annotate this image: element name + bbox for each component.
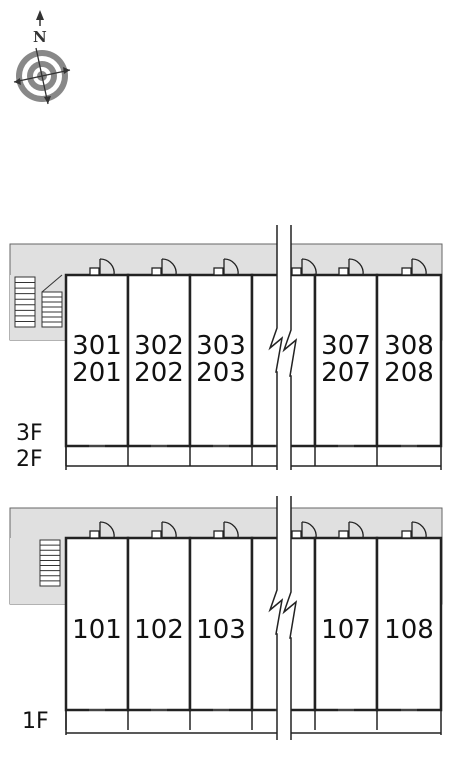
floor-label-2f: 2F bbox=[16, 447, 43, 472]
door-icon bbox=[338, 258, 364, 276]
omission-break-lower bbox=[264, 496, 298, 740]
unit: 101 bbox=[64, 521, 130, 730]
unit-number: 301 bbox=[72, 331, 122, 361]
door-icon bbox=[151, 521, 177, 539]
door-icon bbox=[213, 521, 239, 539]
unit-number: 202 bbox=[134, 358, 184, 388]
unit-number: 201 bbox=[72, 358, 122, 388]
door-icon bbox=[338, 521, 364, 539]
unit-number: 107 bbox=[321, 615, 371, 645]
unit: 102 bbox=[126, 521, 192, 730]
unit-number: 203 bbox=[196, 358, 246, 388]
compass-icon: N bbox=[13, 10, 71, 105]
floor-label-3f: 3F bbox=[16, 421, 43, 446]
door-icon bbox=[89, 521, 115, 539]
unit-number: 207 bbox=[321, 358, 371, 388]
unit-number: 208 bbox=[384, 358, 434, 388]
lower-building-block: 101 102 103 107 108 1F bbox=[9, 507, 443, 735]
unit-number: 308 bbox=[384, 331, 434, 361]
staircase-icon bbox=[14, 274, 63, 328]
unit-number: 108 bbox=[384, 615, 434, 645]
door-icon bbox=[401, 258, 427, 276]
door-icon bbox=[401, 521, 427, 539]
unit-number: 102 bbox=[134, 615, 184, 645]
unit-number: 101 bbox=[72, 615, 122, 645]
door-icon bbox=[291, 258, 317, 276]
unit-number: 307 bbox=[321, 331, 371, 361]
compass-north-label: N bbox=[33, 28, 47, 46]
unit-number: 103 bbox=[196, 615, 246, 645]
unit: 108 bbox=[375, 521, 443, 730]
door-icon bbox=[213, 258, 239, 276]
unit: 107 bbox=[313, 521, 379, 730]
unit-number: 302 bbox=[134, 331, 184, 361]
unit-number: 303 bbox=[196, 331, 246, 361]
staircase-icon bbox=[39, 539, 61, 587]
floor-label-1f: 1F bbox=[22, 709, 49, 734]
unit: 103 bbox=[188, 521, 254, 730]
door-icon bbox=[89, 258, 115, 276]
door-icon bbox=[151, 258, 177, 276]
omission-break-upper bbox=[264, 225, 298, 470]
door-icon bbox=[291, 521, 317, 539]
